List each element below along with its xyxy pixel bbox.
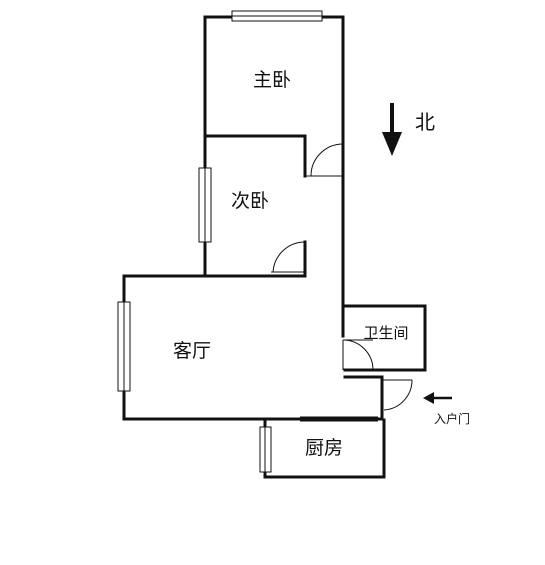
label-second-bedroom: 次卧 [231,190,269,212]
entrance-label: 入户门 [434,411,470,426]
label-living-room: 客厅 [173,340,211,362]
label-bathroom: 卫生间 [363,324,408,342]
north-arrow-icon [382,103,402,156]
north-label: 北 [415,110,435,134]
label-kitchen: 厨房 [305,437,343,459]
door-second-bedroom [271,241,306,273]
label-master-bedroom: 主卧 [253,69,291,91]
entrance-arrow-icon [423,392,452,404]
interior-walls [203,134,384,379]
door-master-bedroom [305,143,344,177]
door-bathroom [342,339,374,371]
door-entrance [381,379,413,412]
